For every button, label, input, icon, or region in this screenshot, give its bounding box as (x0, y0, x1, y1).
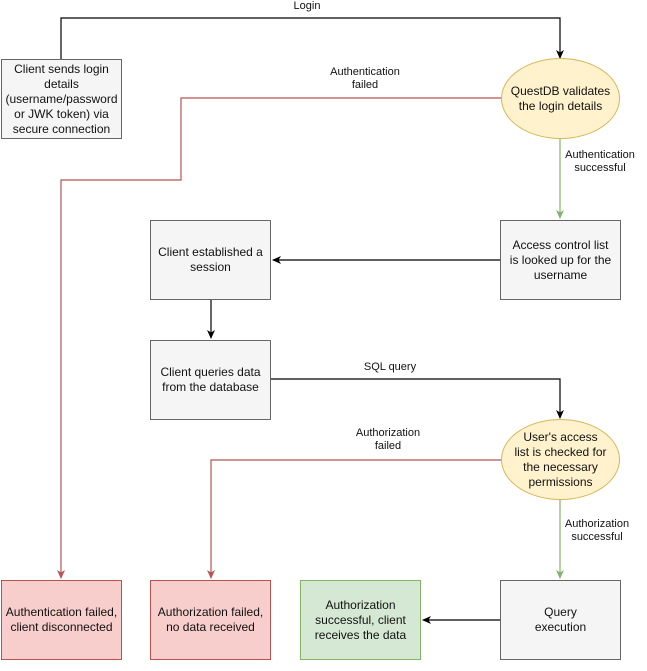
edge-login (60, 17, 564, 60)
label-authentication-successful: Authentication successful (562, 149, 638, 175)
label-login: Login (291, 0, 323, 13)
node-authz-failed: Authorization failed, no data received (150, 580, 271, 660)
node-queries-text: Client queries data from the database (160, 365, 261, 394)
node-session: Client established a session (150, 220, 271, 300)
node-auth-failed: Authentication failed, client disconnect… (1, 580, 122, 660)
node-acl-lookup-text: Access control list is looked up for the… (509, 237, 612, 282)
label-authorization-failed: Authorization failed (352, 427, 424, 453)
node-query-exec-text: Query execution (534, 605, 587, 634)
label-authentication-failed: Authentication failed (327, 66, 403, 92)
edge-authorization-failed (207, 459, 502, 579)
node-acl-lookup: Access control list is looked up for the… (500, 220, 621, 300)
node-questdb-validates-text: QuestDB validates the login details (510, 83, 611, 113)
node-authz-success: Authorization successful, client receive… (300, 580, 421, 660)
node-auth-failed-text: Authentication failed, client disconnect… (5, 605, 118, 634)
edge-authentication-failed (57, 97, 502, 579)
node-questdb-validates: QuestDB validates the login details (501, 58, 620, 139)
label-authorization-successful: Authorization successful (562, 518, 632, 544)
node-session-text: Client established a session (158, 245, 263, 274)
node-access-check: User's access list is checked for the ne… (501, 419, 620, 500)
node-client-login: Client sends login details (username/pas… (1, 59, 122, 139)
node-queries: Client queries data from the database (150, 340, 271, 420)
edge-sql-query (271, 378, 564, 419)
node-client-login-text: Client sends login details (username/pas… (5, 61, 118, 136)
node-query-exec: Query execution (500, 580, 621, 660)
node-access-check-text: User's access list is checked for the ne… (514, 429, 607, 489)
node-authz-failed-text: Authorization failed, no data received (157, 605, 264, 634)
label-sql-query: SQL query (361, 361, 419, 374)
node-authz-success-text: Authorization successful, client receive… (314, 597, 407, 642)
